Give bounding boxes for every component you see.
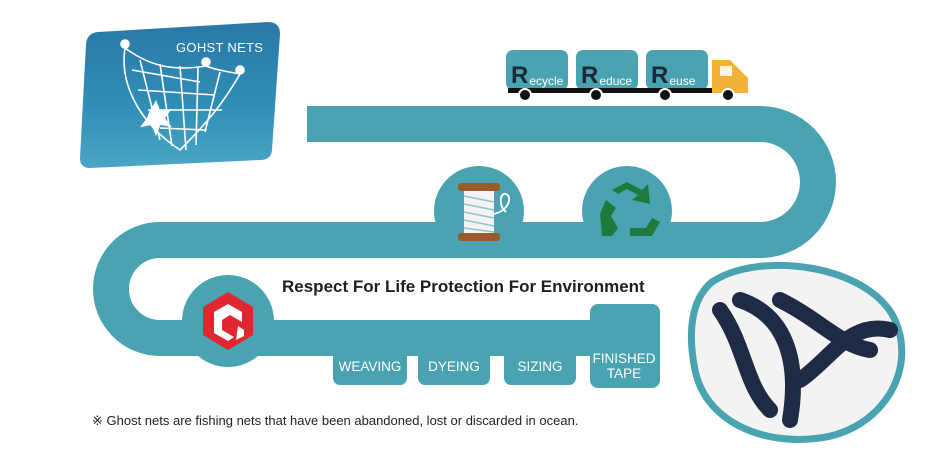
step-weaving: WEAVING — [333, 347, 407, 385]
brand-logo-icon — [182, 275, 274, 367]
tape-photo — [687, 261, 906, 443]
truck-icon — [506, 50, 748, 102]
road-path — [93, 106, 836, 356]
truck-word-rest: educe — [599, 74, 633, 88]
truck-word-initial: R — [651, 62, 669, 89]
truck-word-initial: R — [511, 62, 529, 89]
tagline: Respect For Life Protection For Environm… — [282, 277, 645, 296]
step-dyeing: DYEING — [418, 347, 490, 385]
ghost-net-card — [80, 22, 280, 168]
truck-word-rest: euse — [669, 74, 696, 88]
road-end — [590, 304, 660, 388]
recycle-icon — [582, 166, 672, 256]
truck-word-initial: R — [581, 62, 599, 89]
step-sizing: SIZING — [504, 347, 576, 385]
step-finished-tape: FINISHED TAPE — [592, 351, 656, 381]
footnote: ※ Ghost nets are fishing nets that have … — [92, 413, 579, 428]
ghost-net-icon — [120, 39, 245, 152]
truck-word-rest: ecycle — [529, 74, 564, 88]
ghost-nets-label: GOHST NETS — [176, 40, 264, 55]
thread-spool-icon — [434, 166, 524, 256]
